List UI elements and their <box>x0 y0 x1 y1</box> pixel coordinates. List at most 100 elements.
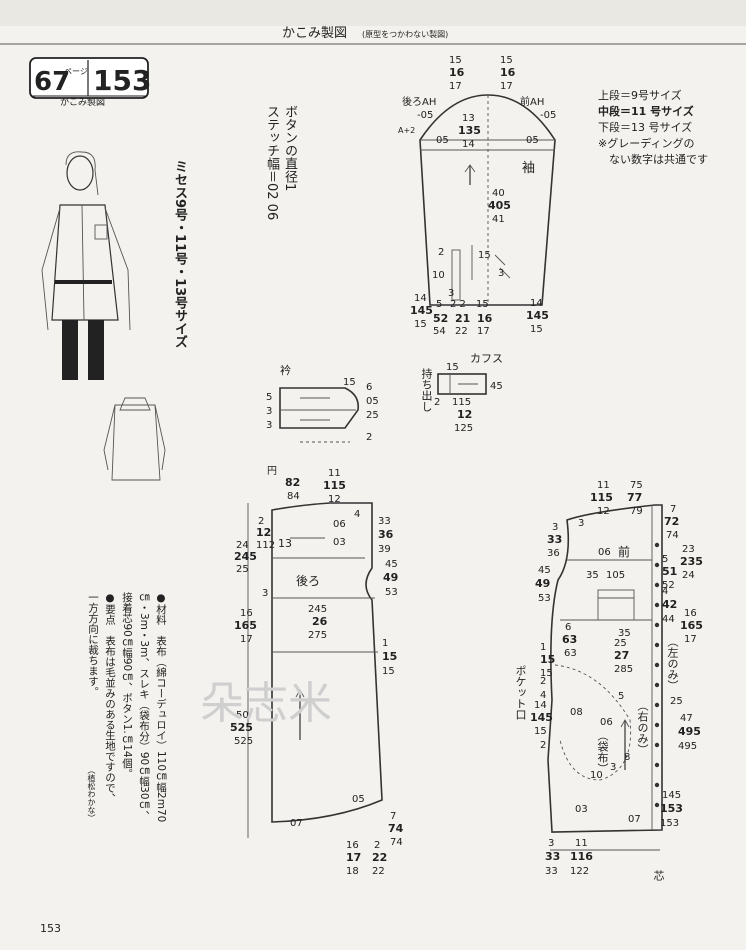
sleeve-cap-0: 13 <box>462 113 475 124</box>
back-n-03: 03 <box>333 537 346 548</box>
front-side-0: 23 <box>682 544 695 555</box>
sleeve-m-3: 3 <box>448 288 454 299</box>
front-waist-l-2: 63 <box>564 648 577 659</box>
back-left-mid-0: 24 <box>236 540 249 551</box>
front-waist-l-0: 6 <box>565 622 571 633</box>
left-front-label: （左のみ） <box>666 636 679 691</box>
back-bust-1: 26 <box>312 615 328 628</box>
cuff-right: 45 <box>490 381 503 392</box>
front-len-0: 47 <box>680 713 693 724</box>
legend-note1: ※グレーディングの <box>598 137 695 150</box>
cuff-top: 15 <box>446 362 459 373</box>
page-number: 153 <box>40 922 61 935</box>
collar-left-1: 3 <box>266 406 272 417</box>
sleeve-m-2: 2 <box>438 247 444 258</box>
front-hem-l-2: 33 <box>545 866 558 877</box>
front-n-2b: 2 <box>540 740 546 751</box>
collar-right-1: 05 <box>366 396 379 407</box>
back-hem-r-0: 7 <box>390 811 396 822</box>
cuff-bottom-0: 2 <box>434 397 440 408</box>
sleeve-hem-m3-0: 16 <box>477 312 493 325</box>
collar-right-0: 6 <box>366 382 372 393</box>
front-side-b-0: 5 <box>662 554 668 565</box>
front-top-rr-0: 7 <box>670 504 676 515</box>
back-arm-1: 49 <box>383 571 398 584</box>
front-n-10: 10 <box>590 770 603 781</box>
badge-page-ref: 67 <box>34 67 70 97</box>
legend-lower: 下段＝13 号サイズ <box>598 121 693 134</box>
sleeve-m-s3: 3 <box>498 268 504 279</box>
button-mark <box>654 542 660 548</box>
sleeve-hem-m1-0: 52 <box>433 312 448 325</box>
button-mark <box>654 662 660 668</box>
front-hem-c-2: 122 <box>570 866 589 877</box>
back-left-top-1: 12 <box>256 526 271 539</box>
back-side-top-2: 39 <box>378 544 391 555</box>
front-n-105: 105 <box>606 570 625 581</box>
button-note: ボタンの直径1 <box>282 105 297 192</box>
front-n-8: 8 <box>624 752 630 763</box>
front-n-08: 08 <box>570 707 583 718</box>
cuff-bottom-3: 125 <box>454 423 473 434</box>
back-view-illustration <box>103 397 166 481</box>
size-legend: 上段＝9号サイズ 中段＝11 号サイズ 下段＝13 号サイズ ※グレーディングの… <box>598 88 708 168</box>
back-right-mid-0: 1 <box>382 638 388 649</box>
back-side-top-0: 33 <box>378 516 391 527</box>
back-hem-2: 18 <box>346 866 359 877</box>
header-title: かこみ製図 <box>282 26 347 41</box>
button-mark <box>654 602 660 608</box>
back-hem-1: 17 <box>346 851 361 864</box>
sleeve-m-05a: -05 <box>417 110 433 121</box>
front-n-3: 3 <box>610 762 616 773</box>
front-n-06b: 06 <box>600 717 613 728</box>
back-neck-0: 4 <box>354 509 360 520</box>
front-top-l-1: 115 <box>590 491 613 504</box>
materials-block: ●材料 表布（綿コーデュロイ）110㎝幅2m70 ㎝・3m・3m、スレキ（袋布分… <box>84 592 169 828</box>
collar-right-2: 25 <box>366 410 379 421</box>
sleeve-hem-r-0: 14 <box>530 298 543 309</box>
back-waist-1: 165 <box>234 619 257 632</box>
sleeve-hem-r-1: 145 <box>526 309 549 322</box>
front-side-b-1: 51 <box>662 565 677 578</box>
front-neck-l-2: 36 <box>547 548 560 559</box>
sleeve-top-left-2: 17 <box>449 81 462 92</box>
back-left-3: 3 <box>262 588 268 599</box>
collar-left-0: 5 <box>266 392 272 403</box>
front-hem-l-1: 33 <box>545 850 560 863</box>
badge-number: 153 <box>93 64 151 97</box>
front-neck-l-1: 33 <box>547 533 562 546</box>
front-waist-c-0: 25 <box>614 638 627 649</box>
back-label: 後ろ <box>296 574 320 588</box>
sleeve-cap-2: 14 <box>462 139 475 150</box>
front-arm-2: 53 <box>538 593 551 604</box>
sleeve-m-5: 5 <box>436 299 442 310</box>
sleeve-top-left-0: 15 <box>449 55 462 66</box>
front-bodice-pattern <box>547 504 663 851</box>
button-mark <box>654 782 660 788</box>
sleeve-m-15b: 15 <box>476 299 489 310</box>
header-bar <box>0 0 746 26</box>
back-left-top-2: 112 <box>256 540 275 551</box>
back-n-06: 06 <box>333 519 346 530</box>
back-bodice-pattern <box>247 502 383 838</box>
front-waist-c-2: 285 <box>614 664 633 675</box>
back-hem-r2-2: 22 <box>372 866 385 877</box>
materials-credit: （植松わかな） <box>87 766 96 822</box>
button-mark <box>654 702 660 708</box>
front-n-14-2: 15 <box>534 726 547 737</box>
back-side-top-1: 36 <box>378 528 394 541</box>
sleeve-hem-m3-1: 17 <box>477 326 490 337</box>
front-button-marks <box>654 542 660 808</box>
sleeve-top-right-0: 15 <box>500 55 513 66</box>
back-left-mid-2: 25 <box>236 564 249 575</box>
front-n-15-1: 15 <box>540 653 555 666</box>
front-n-35b: 35 <box>618 628 631 639</box>
sleeve-hem-m2-1: 22 <box>455 326 468 337</box>
front-top-rr-1: 72 <box>664 515 679 528</box>
sleeve-hem-l-1: 145 <box>410 304 433 317</box>
sleeve-top-left-1: 16 <box>449 66 465 79</box>
button-mark <box>654 742 660 748</box>
front-side-2: 24 <box>682 570 695 581</box>
sleeve-hem-l-0: 14 <box>414 293 427 304</box>
back-waist-0: 16 <box>240 608 253 619</box>
